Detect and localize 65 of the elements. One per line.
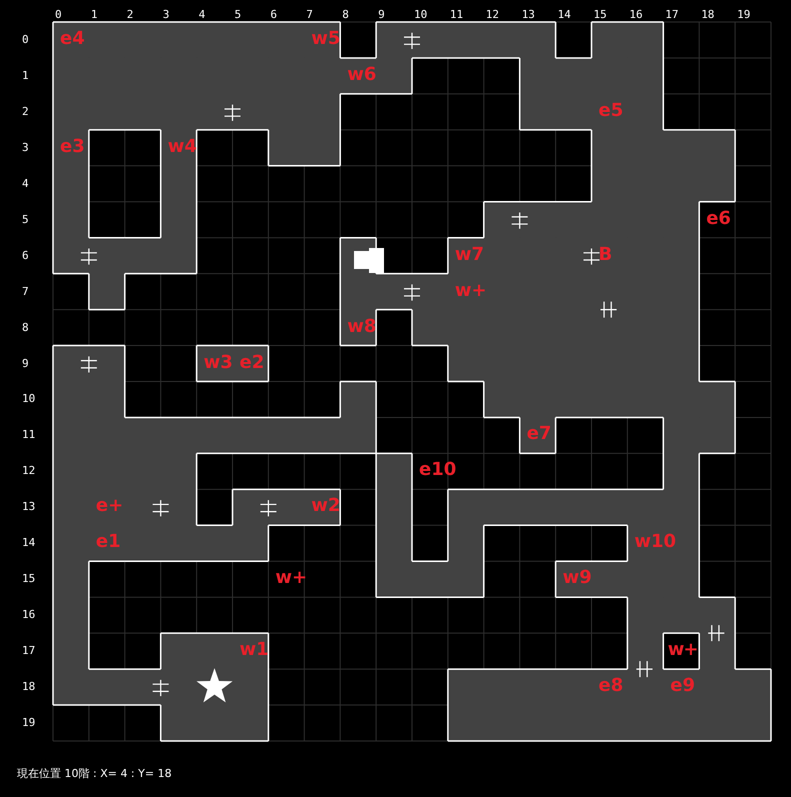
column-number: 8	[342, 9, 349, 21]
column-number: 9	[378, 9, 385, 21]
column-number: 19	[737, 9, 750, 21]
column-number: 7	[306, 9, 313, 21]
column-number: 6	[270, 9, 278, 21]
room-label: e1	[96, 532, 121, 552]
row-number: 13	[22, 501, 36, 514]
column-number: 17	[665, 9, 679, 21]
row-number: 0	[22, 34, 29, 46]
room-label: w6	[347, 64, 376, 85]
room-label: e4	[60, 28, 85, 49]
column-number: 1	[90, 9, 98, 21]
row-number: 10	[22, 393, 36, 406]
column-number: 14	[558, 9, 571, 21]
room-label: w9	[562, 568, 592, 588]
row-number: 16	[22, 609, 36, 622]
row-number: 3	[22, 142, 29, 154]
column-number: 0	[55, 9, 62, 21]
column-number: 13	[522, 9, 535, 21]
row-number: 14	[22, 537, 36, 550]
status-text: 現在位置 10階 : X= 4 : Y= 18	[17, 767, 172, 780]
room-label: w7	[454, 244, 484, 265]
column-number: 11	[450, 9, 464, 21]
row-number: 17	[22, 645, 36, 658]
column-number: 18	[701, 9, 714, 21]
room-label: e+	[96, 496, 124, 516]
row-number: 12	[22, 465, 36, 478]
column-number: 10	[414, 9, 428, 21]
column-number: 3	[162, 9, 170, 21]
row-number: 7	[22, 286, 29, 298]
room-label: e6	[706, 208, 731, 229]
room-label: w10	[634, 532, 676, 552]
row-number: 9	[22, 358, 29, 370]
room-label: e3	[60, 136, 85, 157]
room-label: e10	[419, 460, 456, 480]
room-label: w8	[347, 316, 376, 337]
room-label: w4	[168, 136, 197, 157]
room-label: e5	[598, 100, 624, 121]
room-label: w+	[275, 568, 308, 588]
row-number: 6	[22, 250, 29, 262]
row-number: 4	[22, 178, 29, 190]
room-label: w2	[311, 496, 340, 516]
row-number: 18	[22, 681, 36, 694]
row-number: 15	[22, 573, 36, 586]
column-number: 12	[486, 9, 500, 21]
row-number: 2	[22, 106, 29, 118]
room-label: e2	[240, 352, 264, 373]
row-number: 11	[22, 429, 36, 442]
column-number: 5	[234, 9, 242, 21]
room-label: B	[598, 244, 612, 265]
row-number: 1	[22, 70, 29, 82]
room-label: e9	[670, 676, 696, 696]
column-number: 16	[629, 9, 643, 21]
room-label: w+	[454, 280, 487, 301]
column-number: 4	[198, 9, 206, 21]
row-number: 19	[22, 717, 36, 730]
room-label: e7	[526, 424, 552, 444]
room-label: e8	[598, 676, 624, 696]
row-number: 8	[22, 322, 29, 334]
row-number: 5	[22, 214, 29, 226]
column-number: 2	[126, 9, 134, 21]
column-number: 15	[594, 9, 607, 21]
room-label: w1	[240, 640, 269, 660]
room-label: w3	[204, 352, 233, 373]
room-label: w5	[311, 28, 340, 49]
